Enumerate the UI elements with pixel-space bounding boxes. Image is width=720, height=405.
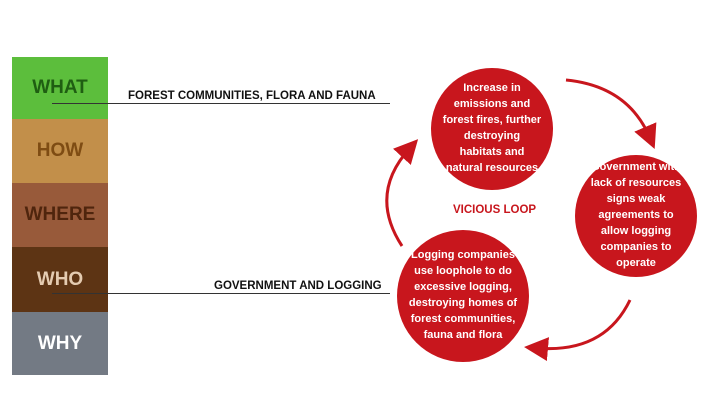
- loop-node-text-line: emissions and: [453, 98, 531, 111]
- loop-node-logging: Logging companies use loophole to do exc…: [397, 230, 529, 362]
- loop-node-text-line: forest communities,: [410, 312, 516, 325]
- category-who: WHO: [12, 247, 108, 312]
- loop-node-text-line: fauna and flora: [423, 328, 503, 341]
- arrow-top-to-right: [565, 78, 657, 150]
- arrow-right-to-bottom: [524, 299, 632, 362]
- loop-node-text-line: destroying: [463, 130, 521, 142]
- loop-node-text-line: destroying homes of: [408, 297, 518, 309]
- arrow-bottom-to-top: [385, 139, 419, 247]
- loop-node-text-line: forest fires, further: [442, 114, 542, 127]
- loop-node-text-line: habitats and: [459, 145, 525, 158]
- loop-node-text-line: allow logging: [600, 224, 672, 237]
- what-connector-label: FOREST COMMUNITIES, FLORA AND FAUNA: [128, 90, 376, 102]
- loop-node-text-line: Increase in: [463, 82, 521, 95]
- loop-node-text-line: Logging companies: [411, 249, 515, 262]
- loop-node-text-line: lack of resources: [590, 177, 682, 190]
- vicious-loop-label: VICIOUS LOOP: [453, 204, 537, 216]
- loop-node-text-line: operate: [616, 256, 656, 269]
- loop-node-text-line: signs weak: [606, 193, 666, 206]
- who-connector-label: GOVERNMENT AND LOGGING: [214, 280, 382, 292]
- category-what-label: WHAT: [32, 77, 88, 98]
- category-where: WHERE: [12, 183, 108, 247]
- category-why: WHY: [12, 312, 108, 375]
- what-connector-line: [52, 103, 390, 104]
- loop-node-text-line: companies to: [600, 240, 672, 253]
- loop-node-text-line: Government with: [591, 161, 681, 174]
- loop-node-text-line: natural resources: [445, 161, 539, 174]
- category-why-label: WHY: [37, 332, 83, 354]
- loop-node-text-line: agreements to: [598, 209, 674, 222]
- category-who-label: WHO: [36, 268, 84, 290]
- loop-node-government: Government with lack of resources signs …: [575, 155, 697, 277]
- category-how: HOW: [12, 119, 108, 183]
- loop-node-emissions: Increase in emissions and forest fires, …: [431, 68, 553, 190]
- category-where-label: WHERE: [24, 204, 96, 225]
- who-connector-line: [52, 293, 390, 294]
- loop-node-text-line: excessive logging,: [414, 281, 512, 294]
- category-what: WHAT: [12, 57, 108, 119]
- loop-node-text-line: use loophole to do: [414, 265, 512, 278]
- category-how-label: HOW: [36, 140, 84, 161]
